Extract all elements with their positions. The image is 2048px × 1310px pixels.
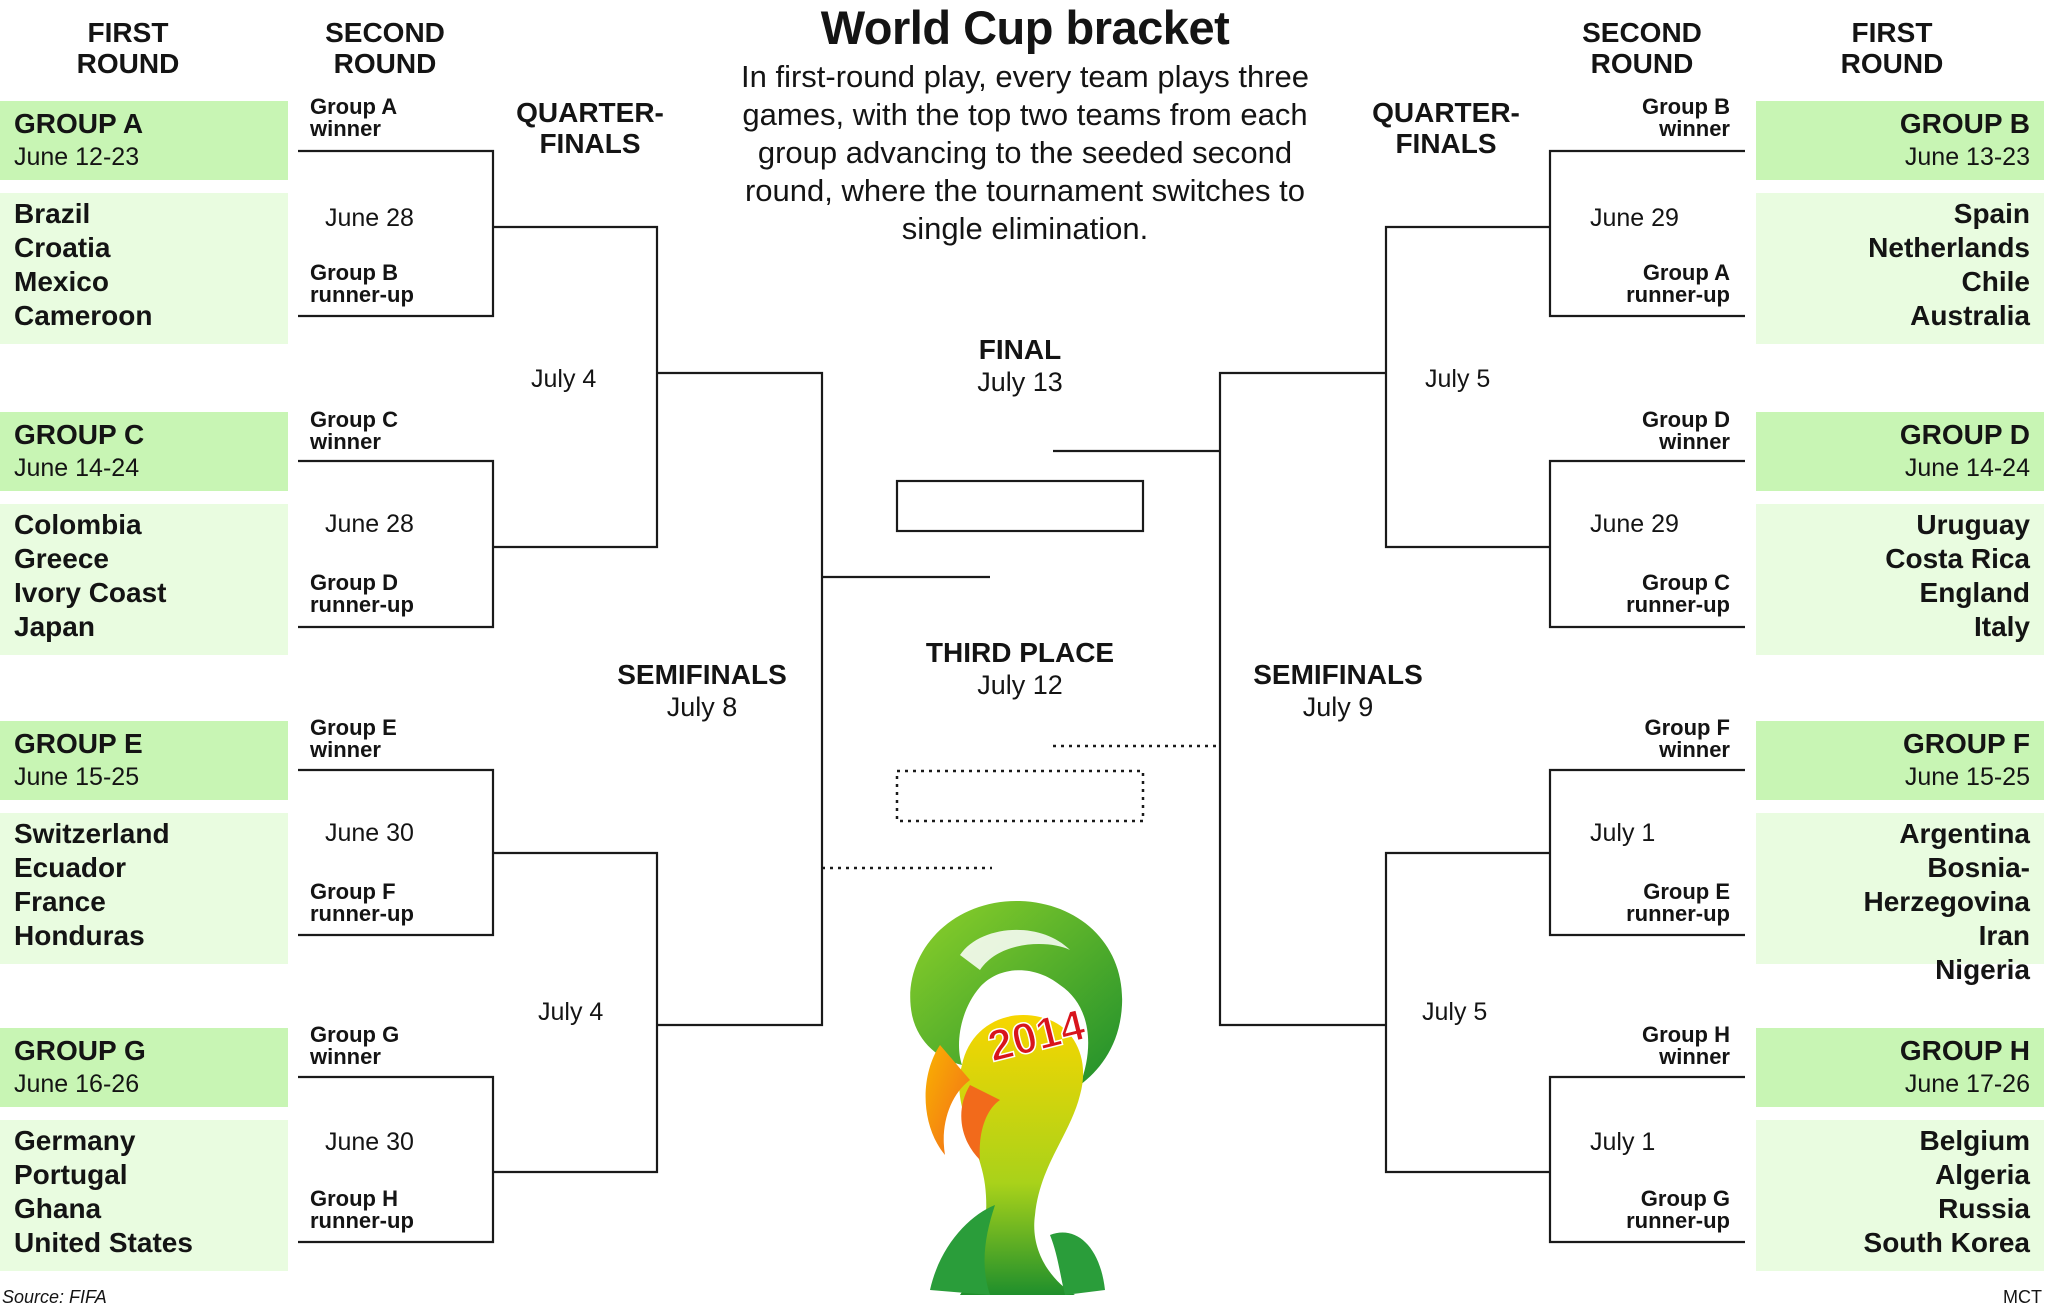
third-place-box	[895, 769, 1145, 823]
quarterfinal-date: July 5	[1422, 998, 1488, 1026]
group-card-a: GROUP A June 12-23 Brazil Croatia Mexico…	[0, 101, 288, 344]
group-team-list: Germany Portugal Ghana United States	[0, 1120, 288, 1271]
semifinal-label-left: SEMIFINALS July 8	[617, 659, 787, 722]
bracket-line-right-r16-2	[1548, 459, 1745, 629]
source-text: Source: FIFA	[2, 1287, 107, 1307]
bracket-line-left-r16-4	[298, 1075, 495, 1244]
group-card-b: GROUP B June 13-23 Spain Netherlands Chi…	[1756, 101, 2044, 344]
semifinal-label-right: SEMIFINALS July 9	[1253, 659, 1423, 722]
group-card-f: GROUP F June 15-25 Argentina Bosnia-Herz…	[1756, 721, 2044, 985]
quarterfinal-date: July 4	[531, 365, 597, 393]
group-header: GROUP D June 14-24	[1756, 412, 2044, 491]
group-header: GROUP H June 17-26	[1756, 1028, 2044, 1107]
quarterfinals-header-left: QUARTER- FINALS	[516, 97, 664, 159]
quarterfinal-date: July 4	[538, 998, 604, 1026]
intro-text: In first-round play, every team plays th…	[740, 59, 1309, 246]
group-team-list: Spain Netherlands Chile Australia	[1756, 193, 2044, 344]
final-label: FINAL July 13	[977, 334, 1063, 397]
bracket-line-left-r16-2	[298, 459, 495, 629]
group-card-c: GROUP C June 14-24 Colombia Greece Ivory…	[0, 412, 288, 655]
first-round-header-left: FIRST ROUND	[76, 17, 180, 79]
second-round-header-left: SECOND ROUND	[325, 17, 445, 79]
match-date: June 29	[1590, 510, 1679, 538]
group-card-d: GROUP D June 14-24 Uruguay Costa Rica En…	[1756, 412, 2044, 655]
match-date: June 28	[325, 204, 414, 232]
group-header: GROUP E June 15-25	[0, 721, 288, 800]
match-date: June 28	[325, 510, 414, 538]
group-header: GROUP A June 12-23	[0, 101, 288, 180]
match-date: June 30	[325, 1128, 414, 1156]
group-header: GROUP B June 13-23	[1756, 101, 2044, 180]
bracket-line-left-qf-2	[493, 851, 659, 1174]
second-round-header-right: SECOND ROUND	[1582, 17, 1702, 79]
group-team-list: Brazil Croatia Mexico Cameroon	[0, 193, 288, 344]
final-box	[895, 479, 1145, 533]
group-header: GROUP C June 14-24	[0, 412, 288, 491]
group-card-e: GROUP E June 15-25 Switzerland Ecuador F…	[0, 721, 288, 964]
group-team-list: Argentina Bosnia-Herzegovina Iran Nigeri…	[1756, 813, 2044, 985]
bracket-line-right-r16-4	[1548, 1075, 1745, 1244]
group-card-h: GROUP H June 17-26 Belgium Algeria Russi…	[1756, 1028, 2044, 1271]
group-team-list: Switzerland Ecuador France Honduras	[0, 813, 288, 964]
bracket-line-left-sf	[657, 371, 824, 1027]
match-date: July 1	[1590, 1128, 1656, 1156]
match-date: June 30	[325, 819, 414, 847]
bracket-line-right-qf-1	[1384, 225, 1550, 549]
group-team-list: Colombia Greece Ivory Coast Japan	[0, 504, 288, 655]
group-header: GROUP F June 15-25	[1756, 721, 2044, 800]
group-team-list: Belgium Algeria Russia South Korea	[1756, 1120, 2044, 1271]
credit-text: MCT	[2003, 1287, 2042, 1307]
group-team-list: Uruguay Costa Rica England Italy	[1756, 504, 2044, 655]
quarterfinal-date: July 5	[1425, 365, 1491, 393]
page-title: World Cup bracket	[820, 1, 1230, 54]
match-date: June 29	[1590, 204, 1679, 232]
world-cup-logo: 2014	[910, 900, 1123, 1295]
group-card-g: GROUP G June 16-26 Germany Portugal Ghan…	[0, 1028, 288, 1271]
bracket-line-left-qf-1	[493, 225, 659, 549]
bracket-line-left-r16-1	[298, 149, 495, 318]
first-round-header-right: FIRST ROUND	[1840, 17, 1944, 79]
quarterfinals-header-right: QUARTER- FINALS	[1372, 97, 1520, 159]
bracket-line-right-r16-1	[1548, 149, 1745, 318]
bracket-line-right-qf-2	[1384, 851, 1550, 1174]
group-header: GROUP G June 16-26	[0, 1028, 288, 1107]
bracket-line-right-sf	[1218, 371, 1386, 1027]
match-date: July 1	[1590, 819, 1656, 847]
third-place-label: THIRD PLACE July 12	[925, 637, 1115, 700]
